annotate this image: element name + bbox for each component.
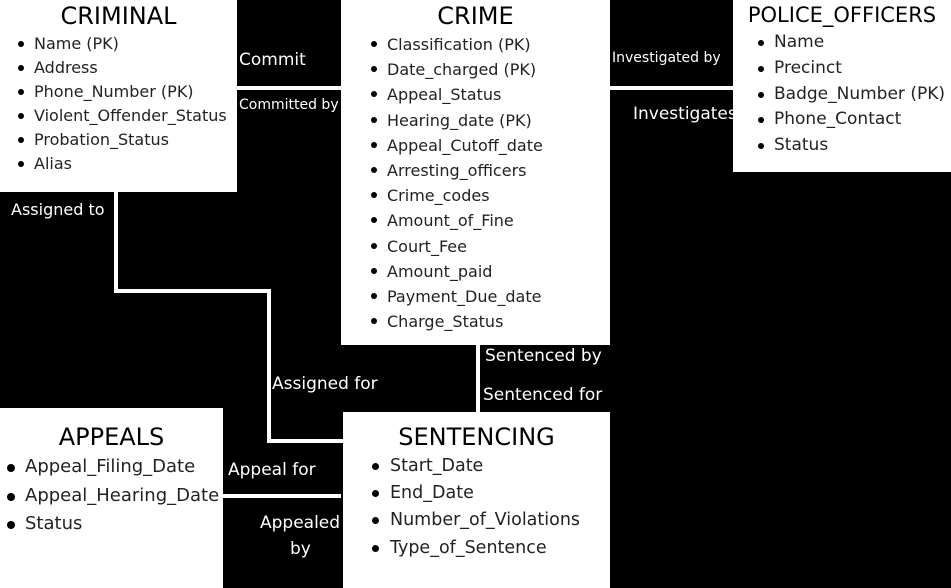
attribute-item: Name (PK) <box>18 32 237 56</box>
attribute-item: Badge_Number (PK) <box>758 82 951 108</box>
connector-crime-police <box>610 86 733 90</box>
attribute-item: Appeal_Hearing_Date <box>7 482 223 511</box>
relationship-label-investigates: Investigates <box>633 104 737 124</box>
attribute-item: Charge_Status <box>371 309 610 334</box>
attribute-item: Precinct <box>758 56 951 82</box>
attribute-item: Classification (PK) <box>371 32 610 57</box>
relationship-label-sentenced-by: Sentenced by <box>485 346 602 366</box>
entity-police-officers: POLICE_OFFICERS Name Precinct Badge_Numb… <box>733 0 951 172</box>
entity-title: CRIMINAL <box>60 2 177 30</box>
entity-title: APPEALS <box>58 423 165 451</box>
attribute-item: Arresting_officers <box>371 158 610 183</box>
attribute-item: Phone_Contact <box>758 107 951 133</box>
attribute-item: Crime_codes <box>371 183 610 208</box>
attribute-list: Name (PK) Address Phone_Number (PK) Viol… <box>0 32 237 176</box>
entity-criminal: CRIMINAL Name (PK) Address Phone_Number … <box>0 0 237 192</box>
relationship-label-investigated-by: Investigated by <box>612 50 721 66</box>
attribute-item: Address <box>18 56 237 80</box>
attribute-item: Status <box>758 133 951 159</box>
attribute-item: End_Date <box>372 480 610 507</box>
attribute-item: Court_Fee <box>371 234 610 259</box>
attribute-item: Appeal_Status <box>371 82 610 107</box>
attribute-item: Start_Date <box>372 453 610 480</box>
relationship-label-appealed-by-1: Appealed <box>260 513 341 533</box>
relationship-label-assigned-for: Assigned for <box>272 374 378 394</box>
connector-criminal-sentencing-h2 <box>267 439 343 443</box>
connector-crime-sentencing <box>476 345 480 412</box>
attribute-item: Amount_paid <box>371 259 610 284</box>
relationship-label-committed-by: Committed by <box>239 97 339 113</box>
attribute-item: Probation_Status <box>18 128 237 152</box>
relationship-label-assigned-to: Assigned to <box>11 200 105 219</box>
attribute-item: Phone_Number (PK) <box>18 80 237 104</box>
entity-crime: CRIME Classification (PK) Date_charged (… <box>341 0 610 345</box>
attribute-item: Appeal_Filing_Date <box>7 453 223 482</box>
attribute-item: Number_of_Violations <box>372 507 610 534</box>
connector-criminal-sentencing-v1 <box>114 192 118 293</box>
attribute-list: Start_Date End_Date Number_of_Violations… <box>343 453 610 562</box>
relationship-label-sentenced-for: Sentenced for <box>483 385 603 405</box>
attribute-item: Name <box>758 30 951 56</box>
attribute-item: Hearing_date (PK) <box>371 108 610 133</box>
relationship-label-appeal-for: Appeal for <box>228 460 316 480</box>
attribute-item: Appeal_Cutoff_date <box>371 133 610 158</box>
attribute-item: Alias <box>18 152 237 176</box>
attribute-list: Appeal_Filing_Date Appeal_Hearing_Date S… <box>0 453 223 539</box>
connector-criminal-crime <box>237 86 341 90</box>
entity-appeals: APPEALS Appeal_Filing_Date Appeal_Hearin… <box>0 408 223 588</box>
entity-sentencing: SENTENCING Start_Date End_Date Number_of… <box>343 412 610 588</box>
attribute-list: Classification (PK) Date_charged (PK) Ap… <box>341 32 610 334</box>
connector-criminal-sentencing-v2 <box>267 289 271 443</box>
attribute-item: Amount_of_Fine <box>371 208 610 233</box>
attribute-item: Violent_Offender_Status <box>18 104 237 128</box>
connector-appeals-sentencing <box>223 494 341 498</box>
entity-title: SENTENCING <box>398 423 555 451</box>
attribute-item: Type_of_Sentence <box>372 535 610 562</box>
entity-title: CRIME <box>437 2 514 30</box>
connector-criminal-sentencing-h1 <box>114 289 271 293</box>
attribute-item: Status <box>7 510 223 539</box>
entity-title: POLICE_OFFICERS <box>747 3 937 27</box>
attribute-list: Name Precinct Badge_Number (PK) Phone_Co… <box>733 30 951 159</box>
attribute-item: Date_charged (PK) <box>371 57 610 82</box>
attribute-item: Payment_Due_date <box>371 284 610 309</box>
relationship-label-appealed-by-2: by <box>290 539 311 559</box>
relationship-label-commit: Commit <box>239 50 306 70</box>
